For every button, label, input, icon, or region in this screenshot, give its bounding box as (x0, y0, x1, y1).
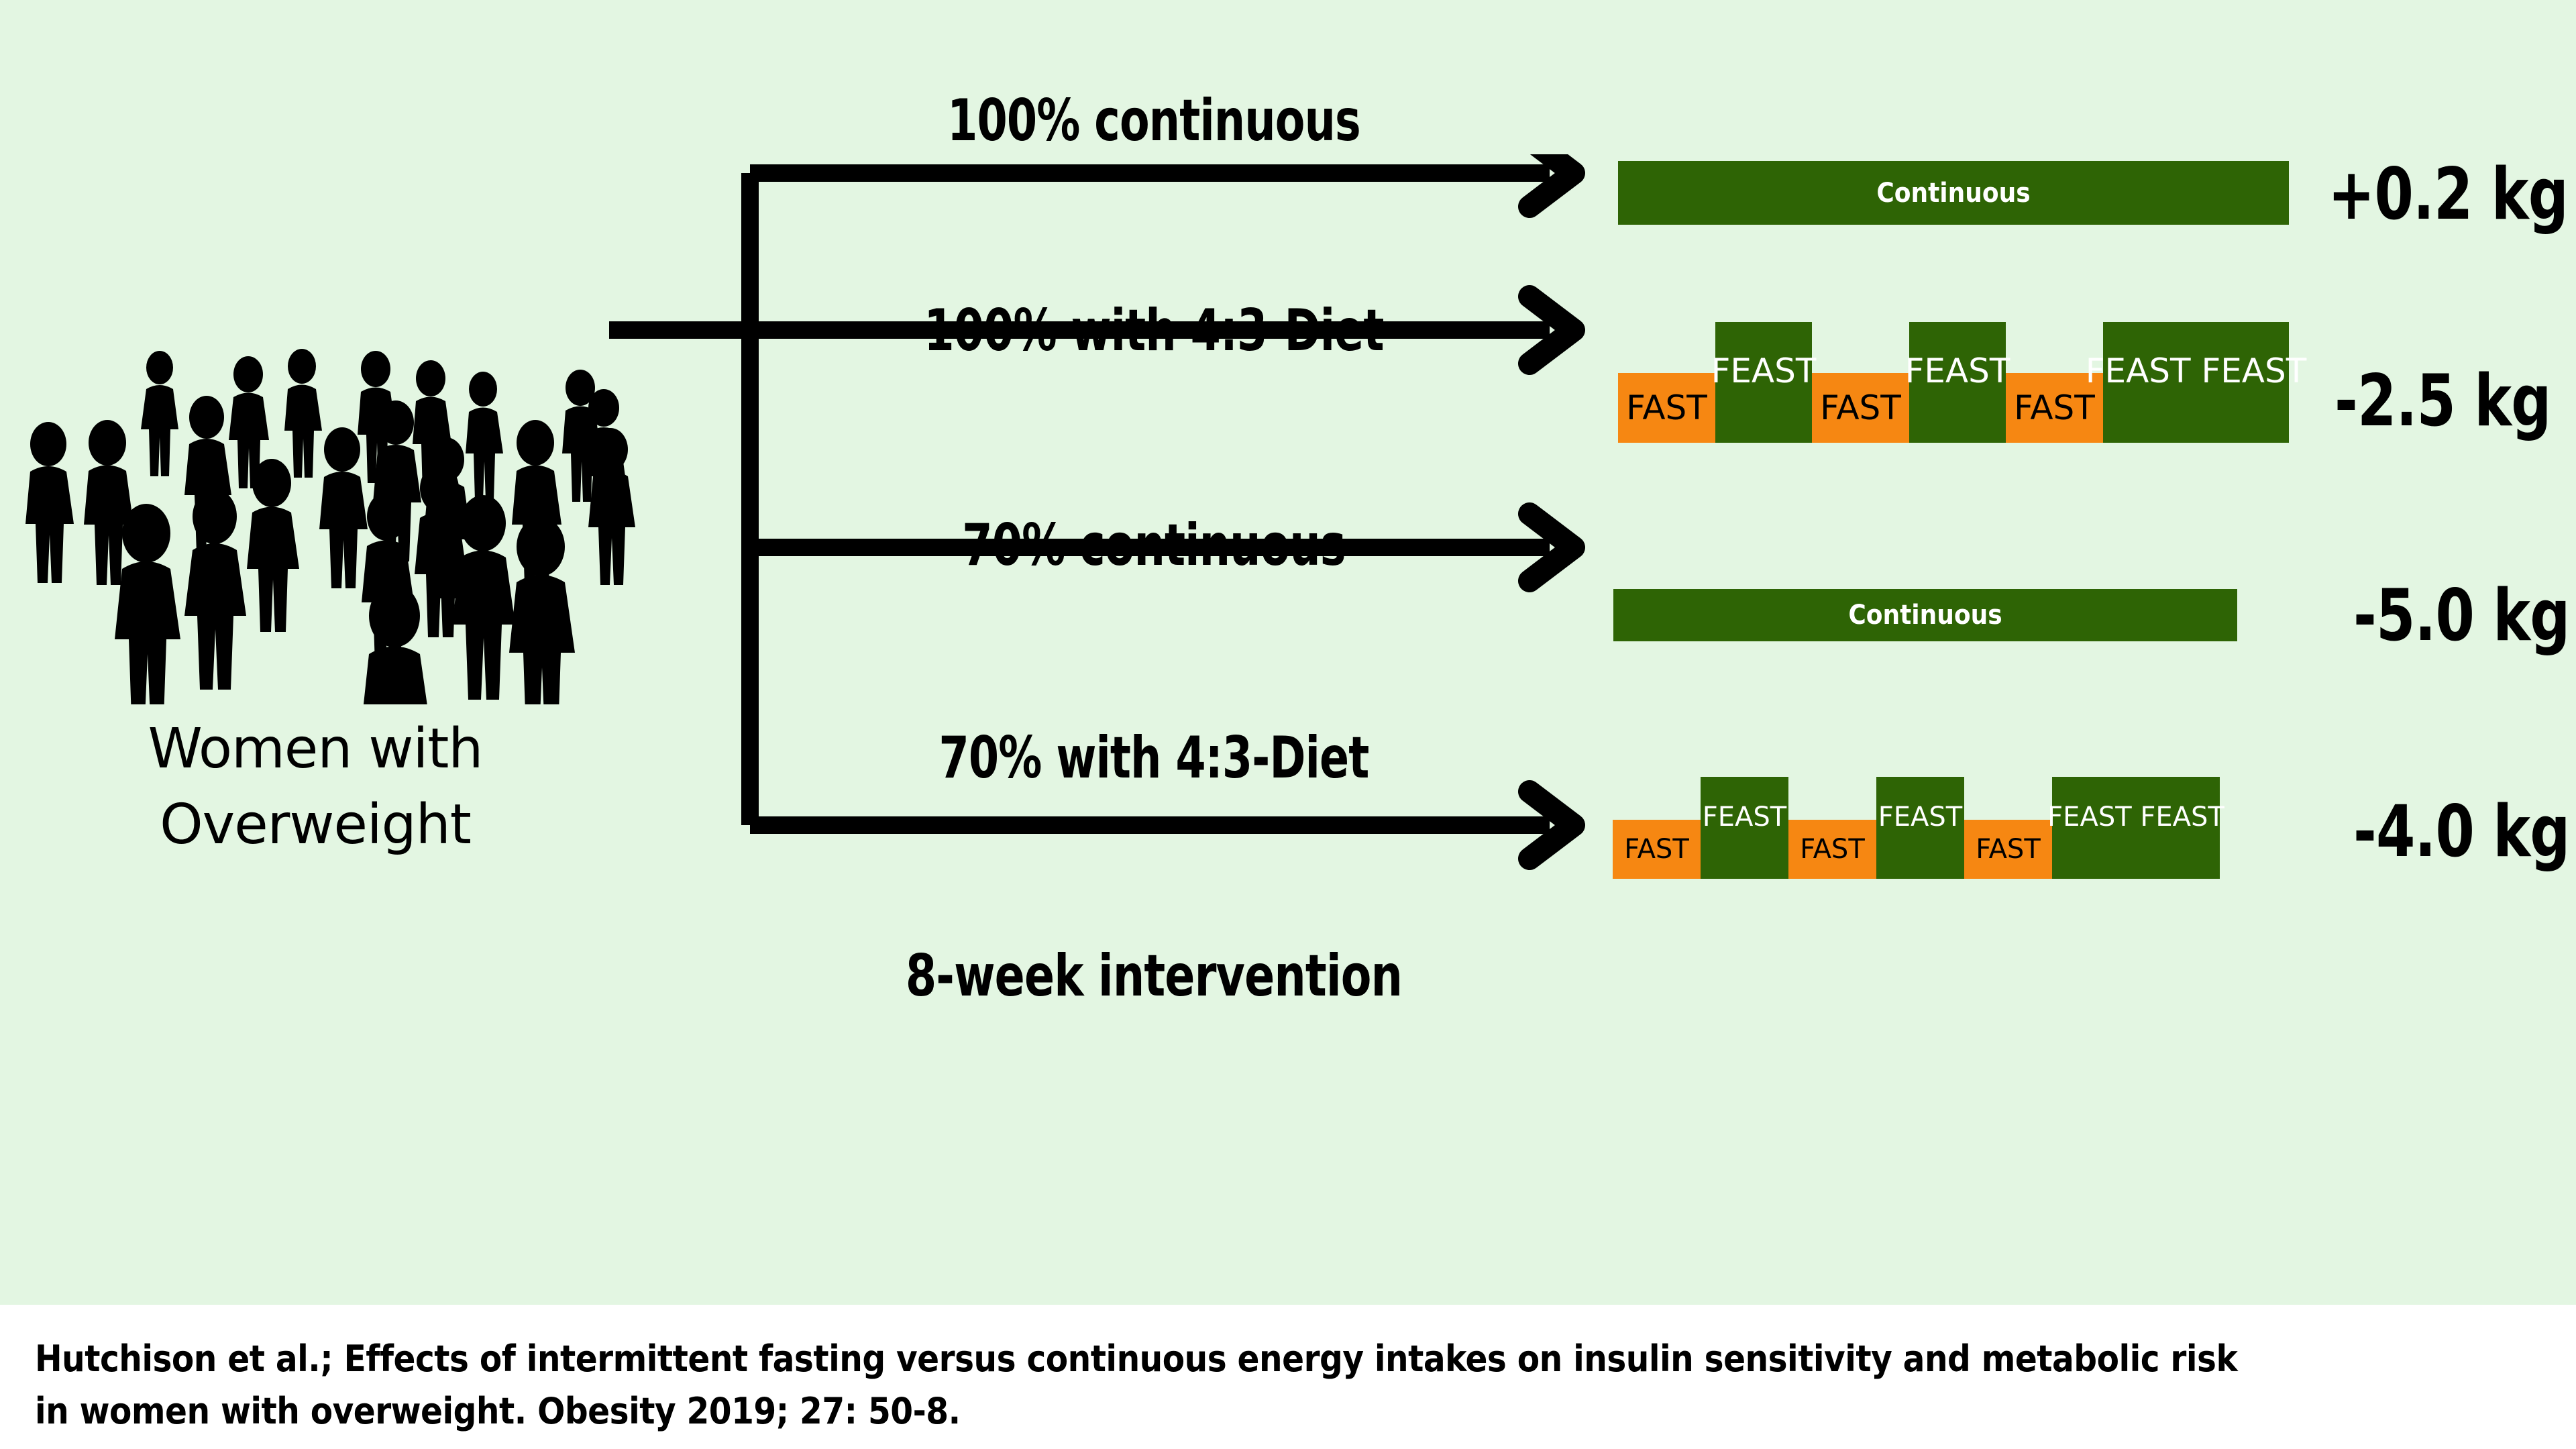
feast-feast-block: FEAST FEAST (2047, 777, 2224, 879)
arm-label-100-continuous: 100% continuous (947, 87, 1361, 154)
citation-line2: in women with overweight. Obesity 2019; … (35, 1390, 961, 1433)
feast-block: FEAST (1711, 322, 1816, 443)
feast-feast-block: FEAST FEAST (2086, 322, 2306, 443)
crowd-of-people-icon (13, 315, 637, 704)
fast-block: FAST (2006, 373, 2103, 443)
fast-block: FAST (1613, 820, 1701, 879)
arrowhead-row-1 (1518, 154, 1585, 218)
schedule-bar-area: Continuous (1597, 141, 2321, 235)
intervention-duration-label: 8-week intervention (905, 943, 1403, 1010)
arrowhead-row-3 (1518, 502, 1585, 592)
feast-block: FEAST (1905, 322, 2010, 443)
arrowhead-row-2 (1518, 285, 1585, 375)
fast-block: FAST (1812, 373, 1909, 443)
weight-change-result-4: -4.0 kg (2353, 790, 2570, 873)
population-label-line1: Women with (148, 717, 484, 781)
schedule-row-1: Continuous +0.2 kg (1597, 141, 2576, 235)
citation-line1: Hutchison et al.; Effects of intermitten… (35, 1338, 2238, 1380)
arm-label-100-43diet: 100% with 4:3-Diet (924, 297, 1384, 364)
arm-label-70-43diet: 70% with 4:3-Diet (938, 724, 1370, 792)
schedule-bar-area: FAST FEAST FAST FEAST FAST FEAST FEAST (1597, 309, 2321, 443)
fast-block: FAST (1964, 820, 2052, 879)
fast-block: FAST (1618, 373, 1715, 443)
weight-change-result-1: +0.2 kg (2328, 153, 2569, 235)
fast-block: FAST (1788, 820, 1876, 879)
branching-arrows (590, 154, 1597, 899)
continuous-bar: Continuous (1613, 589, 2237, 641)
weight-change-result-2: -2.5 kg (2334, 360, 2551, 442)
weight-change-result-3: -5.0 kg (2353, 574, 2570, 657)
arm-label-70-continuous: 70% continuous (962, 512, 1346, 579)
schedule-row-2: FAST FEAST FAST FEAST FAST FEAST FEAST -… (1597, 309, 2576, 443)
feast-block: FEAST (1876, 777, 1964, 879)
schedule-row-4: FAST FEAST FAST FEAST FAST FEAST FEAST -… (1597, 751, 2576, 879)
continuous-bar: Continuous (1618, 161, 2289, 225)
population-label: Women with Overweight (27, 711, 604, 863)
schedule-bar-area: FAST FEAST FAST FEAST FAST FEAST FEAST (1597, 751, 2321, 879)
arrowhead-row-4 (1518, 780, 1585, 870)
population-label-line2: Overweight (160, 793, 472, 857)
schedule-bar-area: Continuous (1597, 570, 2321, 671)
feast-block: FEAST (1701, 777, 1788, 879)
schedule-row-3: Continuous -5.0 kg (1597, 570, 2576, 671)
citation: Hutchison et al.; Effects of intermitten… (0, 1305, 2576, 1449)
